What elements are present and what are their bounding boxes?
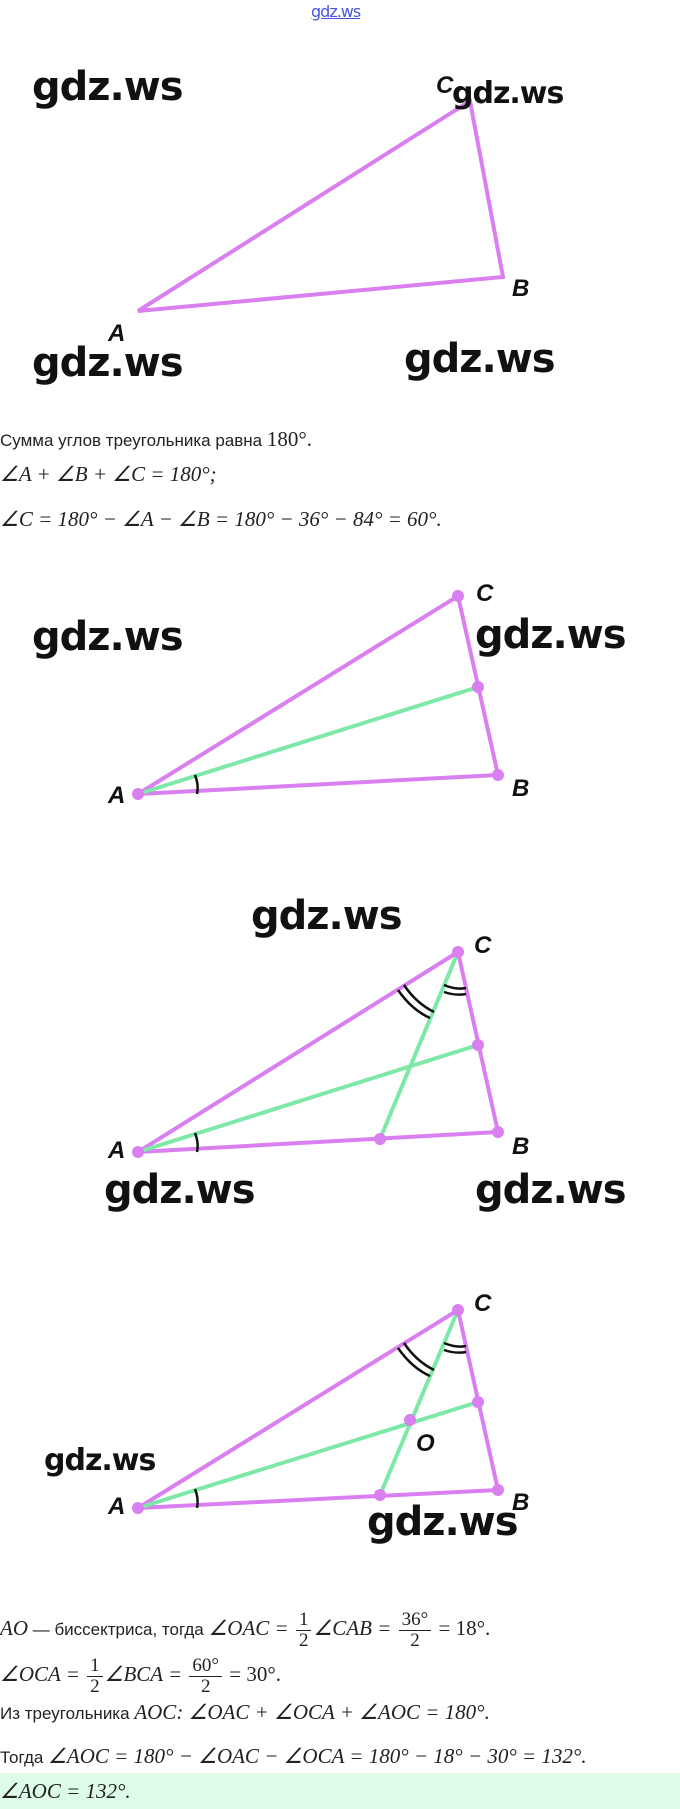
math: AO (0, 1615, 28, 1640)
math: AOC: ∠OAC + ∠OCA + ∠AOC = 180°. (134, 1700, 490, 1724)
math: ∠CAB = (313, 1615, 397, 1640)
text: Сумма углов треугольника равна (0, 431, 267, 450)
label-c: C (474, 1290, 492, 1317)
text-line-angle-sum: Сумма углов треугольника равна 180°. (0, 427, 312, 452)
math: = 30°. (224, 1661, 282, 1686)
math: 180°. (266, 427, 313, 451)
text-line-aoc-calc: Тогда ∠AOC = 180° − ∠OAC − ∠OCA = 180° −… (0, 1744, 587, 1769)
answer-text: ∠AOC = 132°. (0, 1779, 131, 1803)
label-a: A (107, 320, 125, 347)
watermark: gdz.ws (32, 340, 184, 386)
triangle-figure-4 (132, 1304, 504, 1514)
label-a: A (107, 782, 125, 809)
fraction: 60°2 (189, 1656, 223, 1697)
text: Тогда (0, 1748, 49, 1767)
math: = 18°. (433, 1615, 491, 1640)
math: ∠OAC = (208, 1615, 294, 1640)
watermark: gdz.ws (32, 614, 184, 660)
text: — биссектриса, тогда (28, 1619, 209, 1639)
label-b: B (512, 1133, 529, 1160)
watermark: gdz.ws (404, 336, 556, 382)
triangle-figure-3 (132, 946, 504, 1158)
watermark: gdz.ws (367, 1499, 519, 1545)
label-b: B (512, 1489, 529, 1516)
label-c: C (476, 580, 494, 607)
label-a: A (107, 1493, 125, 1520)
equation-angle-c: ∠C = 180° − ∠A − ∠B = 180° − 36° − 84° =… (0, 507, 442, 531)
math: ∠BCA = (104, 1661, 188, 1686)
label-b: B (512, 775, 529, 802)
text: Из треугольника (0, 1704, 135, 1723)
label-o: O (416, 1430, 435, 1457)
math: ∠AOC = 180° − ∠OAC − ∠OCA = 180° − 18° −… (48, 1744, 587, 1768)
watermark: gdz.ws (44, 1443, 156, 1478)
watermark: gdz.ws (452, 76, 564, 111)
watermark: gdz.ws (475, 1167, 627, 1213)
watermark: gdz.ws (475, 612, 627, 658)
label-c: C (436, 72, 454, 99)
text-line-triangle-aoc: Из треугольника AOC: ∠OAC + ∠OCA + ∠AOC … (0, 1700, 490, 1725)
triangle-figure-2 (132, 590, 504, 800)
math: ∠OCA = (0, 1661, 86, 1686)
label-a: A (107, 1137, 125, 1164)
answer-box: ∠AOC = 132°. (0, 1773, 680, 1809)
watermark: gdz.ws (32, 64, 184, 110)
label-c: C (474, 932, 492, 959)
triangle-figure-1 (136, 97, 506, 313)
equation-angle-sum: ∠A + ∠B + ∠C = 180°; (0, 462, 217, 486)
watermark: gdz.ws (104, 1167, 256, 1213)
label-b: B (512, 275, 529, 302)
watermark: gdz.ws (251, 893, 403, 939)
fraction: 36°2 (398, 1610, 432, 1651)
watermark-link[interactable]: gdz.ws (311, 2, 361, 21)
